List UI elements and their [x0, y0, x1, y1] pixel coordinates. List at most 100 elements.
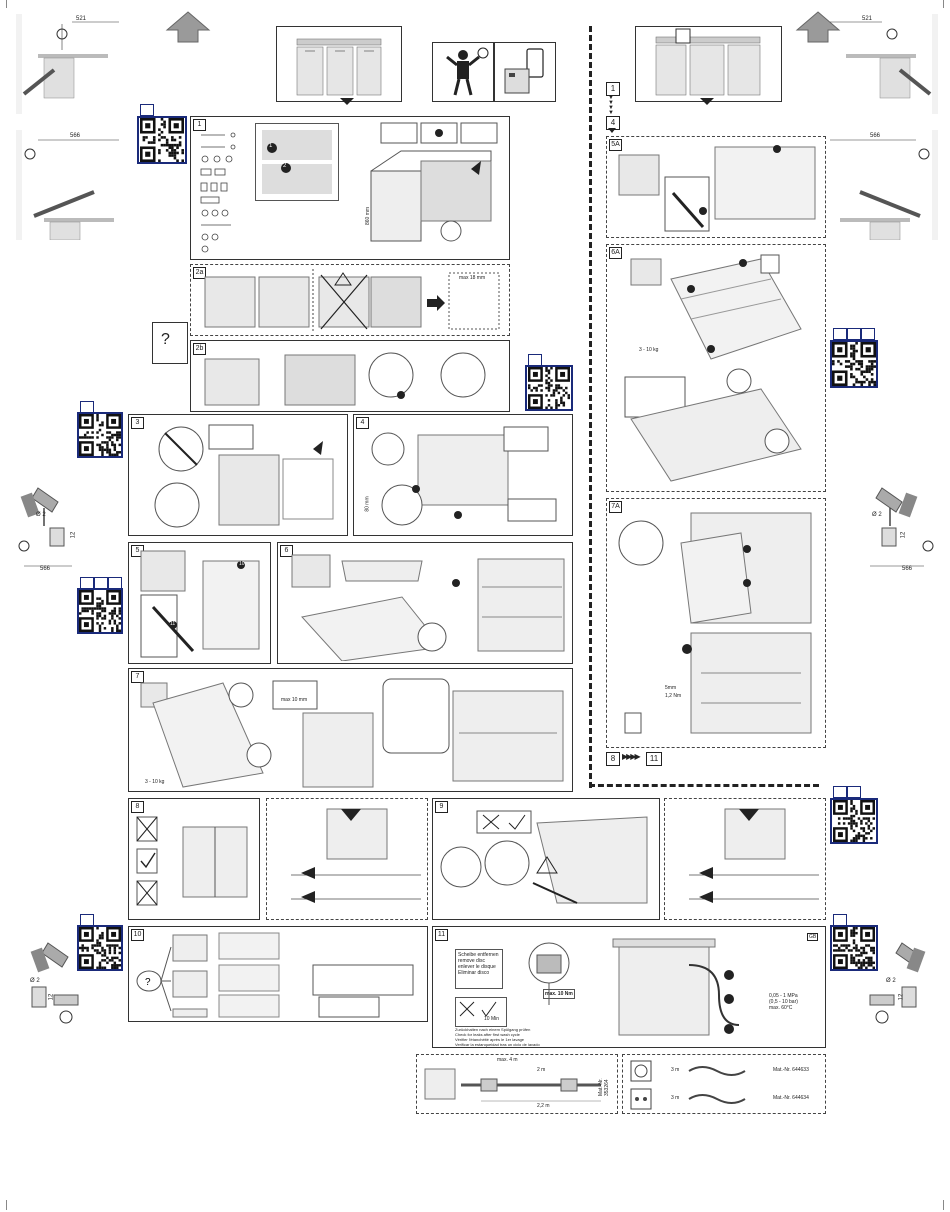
- hose-length-2m: 2 m: [537, 1067, 546, 1073]
- drill-left-depth: 12: [70, 531, 77, 539]
- qr-pattern: [833, 800, 875, 842]
- step-number: 2a: [193, 267, 206, 279]
- flow-arrows-right-icon: ▶▶▶▶: [622, 752, 641, 761]
- installer-icon: [446, 47, 489, 96]
- power-cord-panel: 3 m Mat.-Nr. 644633 3 m Mat.-Nr. 644634: [622, 1054, 826, 1114]
- orientation-up-arrow-right: [795, 11, 841, 43]
- socket-row-1: 3 m Mat.-Nr. 644633: [627, 1059, 821, 1083]
- qr-code-step11[interactable]: [830, 925, 878, 971]
- step-7-panel: 7 3 - 10 kg max 10 mm: [128, 668, 573, 792]
- question-bracket: ?: [152, 322, 188, 364]
- step-8-panel: 8: [128, 798, 260, 920]
- cord-part-number: Mat.-Nr. 644633: [773, 1067, 809, 1073]
- clean-note-fr: Vérifier l'étanchéité après le 1er lavag…: [455, 1037, 525, 1042]
- step8-illustration: [136, 816, 248, 906]
- max-temperature: max. 60°C: [769, 1005, 793, 1011]
- qr-code-step6a[interactable]: [830, 340, 878, 388]
- step-number: 7A: [609, 501, 622, 513]
- step-number: 6: [280, 545, 293, 557]
- bottom-left-diameter: Ø 2: [30, 978, 40, 984]
- step6a-illustration: [624, 254, 802, 482]
- header-cabinet-right: [635, 26, 782, 102]
- qr-pattern: [832, 342, 876, 386]
- remove-disc-de: Scheibe entfernen: [458, 952, 499, 958]
- step9-illustration: [440, 810, 648, 904]
- crop-mark: [6, 0, 7, 8]
- cord-part-number: Mat.-Nr. 644634: [773, 1095, 809, 1101]
- clean-note-en: Check for leaks after first wash cycle: [455, 1032, 520, 1037]
- socket-icon: [630, 1088, 652, 1110]
- margin-template-mid-left: [14, 130, 134, 241]
- pressure-range: 0,05 - 1 MPa: [769, 993, 798, 999]
- header-app-panel: [494, 42, 556, 102]
- cord-icon: [688, 1094, 746, 1104]
- margin-template-top-right: [820, 14, 940, 114]
- pressure-spec: 0,05 - 1 MPa (0,5 - 10 bar) max. 60°C: [769, 993, 821, 1011]
- qr-code-step5[interactable]: [77, 588, 123, 634]
- remove-disc-en: remove disc: [458, 958, 485, 964]
- step-number: 6A: [609, 247, 622, 259]
- flow-step-start: 1: [606, 82, 620, 96]
- hose-part-number: Mat.-Nr. 353264: [598, 1078, 610, 1096]
- crop-mark: [6, 1200, 7, 1210]
- step-1-panel: 1 1 2 860 mm: [190, 116, 510, 260]
- qr-code-step9[interactable]: [830, 798, 878, 844]
- flow-step-8: 8: [606, 752, 620, 766]
- bottom-left-depth: 12: [48, 993, 55, 1001]
- qr-code-step10[interactable]: [77, 925, 123, 971]
- clean-note-es: Verificar la estanqueidad tras un ciclo …: [455, 1042, 540, 1047]
- qr-code-step2b[interactable]: [525, 365, 573, 411]
- seal-box: 10 Min: [455, 997, 507, 1027]
- header-down-arrow: [340, 98, 354, 105]
- remove-disc-fr: enlever le disque: [458, 964, 496, 970]
- qr-code-step3[interactable]: [77, 412, 123, 458]
- qr-pattern: [79, 927, 121, 969]
- step4-height: 80 mm: [364, 496, 371, 512]
- margin-template-top-left: [14, 14, 134, 114]
- max-torque: max. 10 Nm: [543, 989, 575, 999]
- dim-top-left: 521: [76, 16, 87, 22]
- step-4-panel: 4 80 mm: [353, 414, 573, 536]
- qr-tab: [833, 786, 847, 798]
- drill-icon-bottom-right: [869, 942, 926, 1024]
- step-6a-panel: 6A 3 - 10 kg: [606, 244, 826, 492]
- qr-code-step1[interactable]: [137, 116, 187, 164]
- drill-right-diameter: Ø 2: [872, 512, 882, 518]
- callout: 1: [269, 143, 273, 149]
- step-2a-panel: 2a max 18 mm: [190, 264, 510, 336]
- country-code: GB: [807, 933, 819, 941]
- flow-arrow-down: [608, 128, 616, 133]
- step5-illustration: [140, 550, 260, 658]
- margin-template-mid-right: [820, 130, 940, 241]
- step-6-panel: 6: [277, 542, 573, 664]
- socket-icon: [630, 1060, 652, 1082]
- step-number: 8: [131, 801, 144, 813]
- step-2b-panel: 2b: [190, 340, 510, 412]
- step4-illustration: [371, 426, 557, 526]
- qr-pattern: [79, 414, 121, 456]
- step-number: 2b: [193, 343, 206, 355]
- callout: 11: [170, 621, 176, 627]
- step2a-label: max 18 mm: [459, 275, 486, 281]
- drill-icon-bottom-left: [30, 942, 79, 1024]
- dim-top-right: 521: [862, 16, 873, 22]
- header-cabinet-left: [276, 26, 402, 102]
- drill-left-diameter: Ø 2: [36, 512, 46, 518]
- crop-mark: [943, 1200, 944, 1210]
- qr-tab: [847, 328, 861, 340]
- step1-dishwasher-illustration: [370, 122, 498, 242]
- callout: 2: [283, 163, 287, 169]
- step-number: 1: [193, 119, 206, 131]
- clean-note-de: Zurückhalten nach einem Spülgang prüfen: [455, 1027, 531, 1032]
- step7-illustration: [140, 678, 564, 788]
- step-10-panel: 10 ?: [128, 926, 428, 1022]
- svg-text:?: ?: [145, 977, 151, 988]
- step9-detail-illustration: [689, 808, 819, 903]
- step7a-illustration: [618, 512, 812, 734]
- drill-icon: [18, 487, 72, 567]
- step10-illustration: ?: [136, 932, 414, 1018]
- step-9-detail: [664, 798, 826, 920]
- hose-length-max: max. 4 m: [497, 1057, 518, 1063]
- flow-step-11: 11: [646, 752, 662, 766]
- cord-length: 3 m: [671, 1067, 680, 1073]
